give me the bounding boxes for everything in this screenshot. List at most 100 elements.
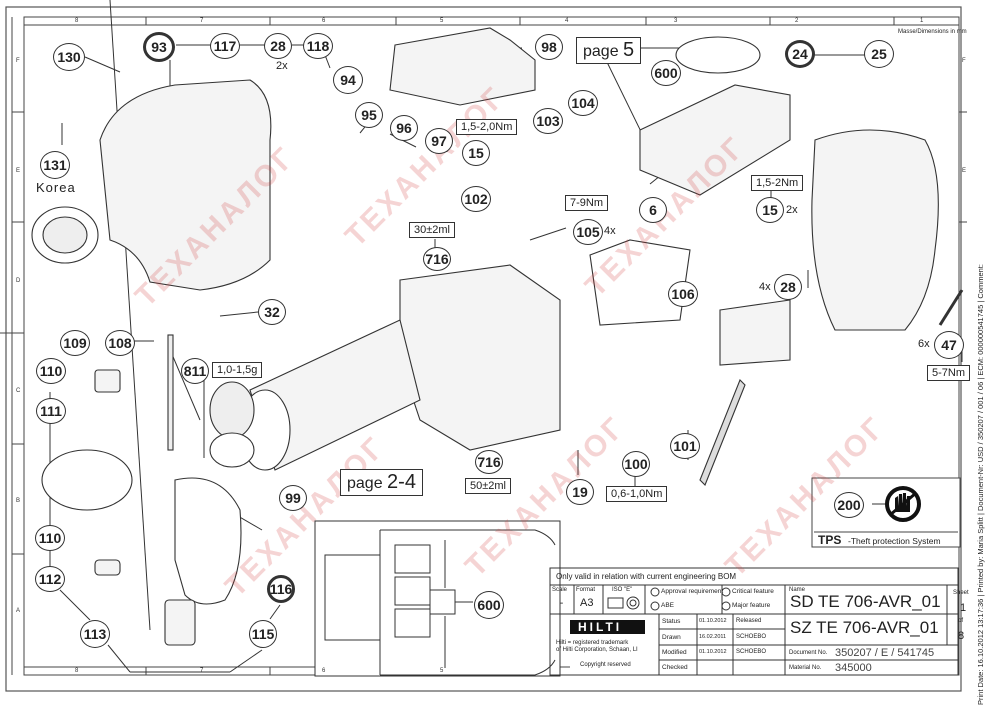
zone-row-a: A [16,608,21,614]
callout-6[interactable]: 6 [639,197,667,223]
callout-811[interactable]: 811 [181,358,209,384]
callout-32[interactable]: 32 [258,299,286,325]
page-ref-prefix: page [583,43,619,60]
grease-811: 1,0-1,5g [212,362,263,378]
copyright: Copyright reserved [580,662,631,668]
callout-117[interactable]: 117 [210,33,240,59]
callout-131[interactable]: 131 [40,151,70,179]
dimensions-note: Masse/Dimensions in mm [898,29,967,35]
name-label: Name [789,587,806,593]
critical-feature[interactable]: Critical feature [732,588,774,595]
callout-600-inset[interactable]: 600 [474,591,504,619]
zone-col-6: 6 [322,18,326,24]
callout-111[interactable]: 111 [36,398,66,424]
torque-15: 1,5-2,0Nm [456,119,518,135]
callout-28-right[interactable]: 28 [774,274,802,300]
sheet-label: Sheet [953,590,969,596]
callout-96[interactable]: 96 [390,115,418,141]
callout-109[interactable]: 109 [60,330,90,356]
page-2-4-reference[interactable]: page 2-4 [340,469,423,496]
qty-2x-28: 2x [276,60,288,72]
callout-28[interactable]: 28 [264,33,292,59]
trademark-line-1: Hilti = registered trademark [556,640,629,646]
callout-200[interactable]: 200 [834,492,864,518]
name-line-2: SZ TE 706-AVR_01 [790,618,939,637]
callout-15[interactable]: 15 [462,140,490,166]
torque-105: 7-9Nm [565,195,609,211]
status-value: Released [736,618,762,624]
callout-108[interactable]: 108 [105,330,135,356]
format-label: Format [576,587,596,593]
document-value: 350207 / E / 541745 [835,647,935,659]
sheet-number: 1 [960,602,967,614]
callout-103[interactable]: 103 [533,108,563,134]
document-label: Document No. [789,650,828,656]
zone-col-6-bottom: 6 [322,668,326,674]
callout-47[interactable]: 47 [934,331,964,359]
zone-col-4: 4 [565,18,569,24]
zone-row-d: D [16,278,21,284]
page-ref-prefix: page [347,475,383,492]
hilti-logo: HILTI [578,620,623,634]
callout-113[interactable]: 113 [80,620,110,648]
callout-130[interactable]: 130 [53,43,85,71]
callout-24[interactable]: 24 [785,40,815,68]
tps-subtitle: -Theft protection System [848,536,941,546]
callout-15-right[interactable]: 15 [756,197,784,223]
zone-col-8-bottom: 8 [75,668,79,674]
checked-label: Checked [662,664,688,671]
grease-716-top: 30±2ml [409,222,455,238]
callout-99[interactable]: 99 [279,485,307,511]
callout-94[interactable]: 94 [333,66,363,94]
qty-4x-28: 4x [759,281,771,293]
torque-15-right: 1,5-2Nm [751,175,804,191]
qty-2x-15: 2x [786,204,798,216]
callout-600[interactable]: 600 [651,60,681,86]
callout-102[interactable]: 102 [461,186,491,212]
callout-98[interactable]: 98 [535,34,563,60]
major-feature[interactable]: Major feature [732,602,771,609]
zone-col-1: 1 [920,18,924,24]
zone-col-5-bottom: 5 [440,668,444,674]
callout-716-top[interactable]: 716 [423,247,451,271]
sheet-total: 8 [958,630,965,642]
abe-option[interactable]: ABE [661,602,675,609]
callout-106[interactable]: 106 [668,281,698,307]
zone-row-e: E [16,168,21,174]
callout-95[interactable]: 95 [355,102,383,128]
callout-716-bottom[interactable]: 716 [475,450,503,474]
page-5-reference[interactable]: page 5 [576,37,642,64]
page-ref-number: 5 [623,39,635,61]
hilti-logo-box [570,620,645,634]
callout-101[interactable]: 101 [670,433,700,459]
sheet-of: of [958,618,964,624]
callout-110-top[interactable]: 110 [36,358,66,384]
callout-100[interactable]: 100 [622,451,650,477]
callout-105[interactable]: 105 [573,219,603,245]
print-stamp: Print Date: 16.10.2012 13:17:36 | Printe… [976,264,985,705]
callout-118[interactable]: 118 [303,33,333,59]
callout-104[interactable]: 104 [568,90,598,116]
korea-label: Korea [36,180,76,195]
drawn-label: Drawn [662,634,681,641]
material-label: Material No. [789,665,822,671]
scale-label: Scale [552,587,568,593]
callout-110-bottom[interactable]: 110 [35,525,65,551]
zone-col-8: 8 [75,18,79,24]
modified-label: Modified [662,649,687,656]
zone-col-5: 5 [440,18,444,24]
callout-19[interactable]: 19 [566,479,594,505]
callout-115[interactable]: 115 [249,620,277,648]
callout-116[interactable]: 116 [267,575,295,603]
callout-112[interactable]: 112 [35,566,65,592]
modified-value: SCHOEBO [736,649,767,655]
zone-col-3: 3 [674,18,678,24]
zone-row-f-right: F [962,58,966,64]
bom-note: Only valid in relation with current engi… [556,572,737,581]
torque-47: 5-7Nm [927,365,971,381]
callout-97[interactable]: 97 [425,128,453,154]
approval-requirement[interactable]: Approval requirement [661,588,724,595]
callout-93[interactable]: 93 [143,32,175,62]
callout-25[interactable]: 25 [864,40,894,68]
